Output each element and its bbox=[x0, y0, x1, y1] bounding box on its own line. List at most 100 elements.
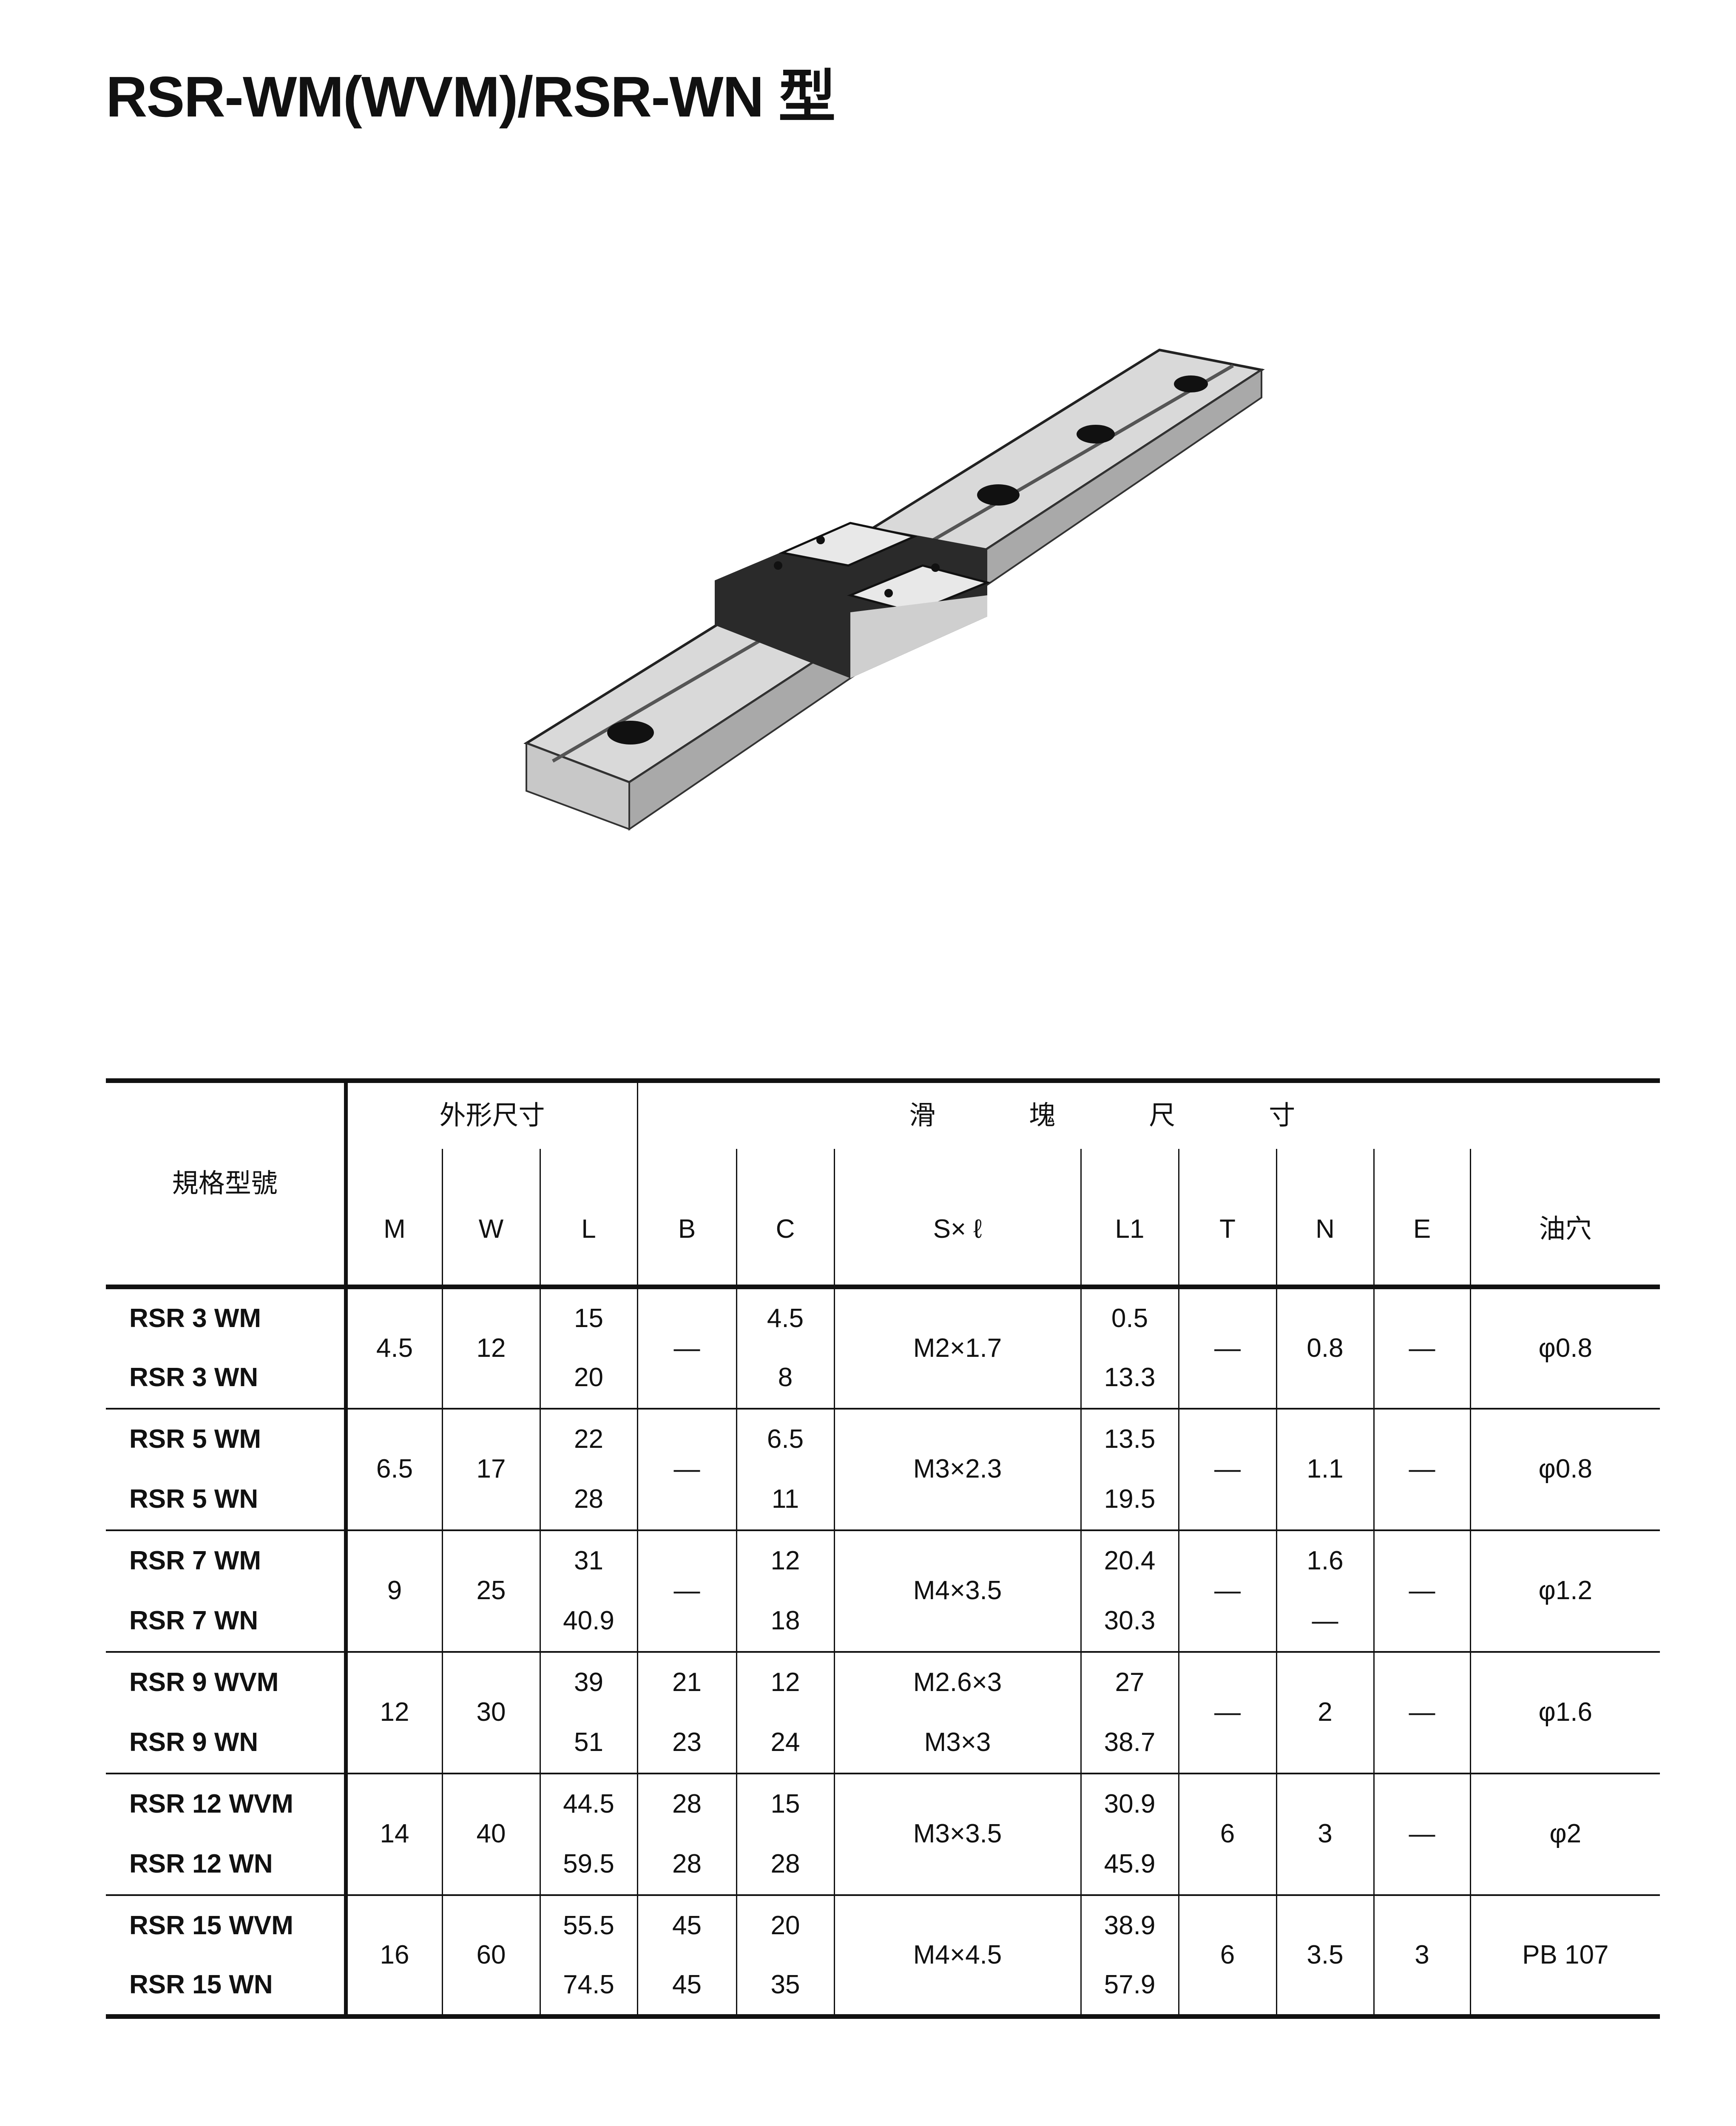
cell-s: M4×4.5 bbox=[833, 1895, 1081, 2019]
cell-b: 23 bbox=[636, 1712, 736, 1774]
cell-m: 9 bbox=[345, 1530, 442, 1653]
model-name: RSR 5 WM bbox=[106, 1408, 348, 1469]
cell-m: 6.5 bbox=[345, 1408, 442, 1531]
cell-b: — bbox=[636, 1408, 736, 1531]
column-header-e: E bbox=[1373, 1148, 1470, 1287]
model-name: RSR 5 WN bbox=[106, 1469, 348, 1531]
cell-m: 12 bbox=[345, 1651, 442, 1774]
cell-l1: 13.3 bbox=[1080, 1347, 1179, 1410]
cell-b: — bbox=[636, 1287, 736, 1410]
cell-l: 39 bbox=[539, 1651, 637, 1713]
cell-l1: 38.9 bbox=[1080, 1895, 1179, 1956]
cell-l1: 19.5 bbox=[1080, 1469, 1179, 1531]
cell-oil: PB 107 bbox=[1469, 1895, 1660, 2019]
cell-w: 12 bbox=[441, 1287, 540, 1410]
cell-m: 16 bbox=[345, 1895, 442, 2019]
model-name: RSR 9 WN bbox=[106, 1712, 348, 1774]
cell-c: 8 bbox=[736, 1347, 834, 1410]
cell-b: 28 bbox=[636, 1773, 736, 1834]
cell-oil: φ0.8 bbox=[1469, 1408, 1660, 1531]
cell-c: 12 bbox=[736, 1651, 834, 1713]
cell-c: 11 bbox=[736, 1469, 834, 1531]
cell-t: 6 bbox=[1178, 1773, 1276, 1896]
outer-dimensions-header: 外形尺寸 bbox=[345, 1080, 637, 1149]
cell-n: — bbox=[1276, 1591, 1374, 1653]
cell-c: 28 bbox=[736, 1834, 834, 1896]
cell-w: 25 bbox=[441, 1530, 540, 1653]
cell-l: 59.5 bbox=[539, 1834, 637, 1896]
table-row: RSR 5 WN 28 11 19.5 bbox=[106, 1469, 1660, 1531]
cell-w: 30 bbox=[441, 1651, 540, 1774]
cell-b: 21 bbox=[636, 1651, 736, 1713]
cell-l: 55.5 bbox=[539, 1895, 637, 1956]
cell-m: 14 bbox=[345, 1773, 442, 1896]
cell-e: — bbox=[1373, 1773, 1470, 1896]
model-name: RSR 9 WVM bbox=[106, 1651, 348, 1713]
cell-l1: 27 bbox=[1080, 1651, 1179, 1713]
cell-t: 6 bbox=[1178, 1895, 1276, 2019]
cell-oil: φ2 bbox=[1469, 1773, 1660, 1896]
cell-s: M3×3.5 bbox=[833, 1773, 1081, 1896]
model-name: RSR 12 WVM bbox=[106, 1773, 348, 1834]
cell-b: — bbox=[636, 1530, 736, 1653]
cell-n: 1.1 bbox=[1276, 1408, 1374, 1531]
page-title: RSR-WM(WVM)/RSR-WN 型 bbox=[106, 65, 836, 129]
linear-guide-rail-photo bbox=[523, 348, 1265, 831]
cell-n: 3 bbox=[1276, 1773, 1374, 1896]
cell-l1: 20.4 bbox=[1080, 1530, 1179, 1591]
cell-t: — bbox=[1178, 1408, 1276, 1531]
cell-l1: 30.3 bbox=[1080, 1591, 1179, 1653]
model-name: RSR 15 WVM bbox=[106, 1895, 348, 1956]
model-name: RSR 3 WN bbox=[106, 1347, 348, 1410]
model-name: RSR 7 WM bbox=[106, 1530, 348, 1591]
model-name: RSR 12 WN bbox=[106, 1834, 348, 1896]
cell-l1: 38.7 bbox=[1080, 1712, 1179, 1774]
table-row: RSR 7 WN 40.9 18 30.3 — bbox=[106, 1591, 1660, 1653]
cell-s: M3×3 bbox=[833, 1712, 1081, 1774]
model-name: RSR 7 WN bbox=[106, 1591, 348, 1653]
cell-l1: 13.5 bbox=[1080, 1408, 1179, 1469]
cell-c: 20 bbox=[736, 1895, 834, 1956]
cell-e: — bbox=[1373, 1287, 1470, 1410]
cell-s: M4×3.5 bbox=[833, 1530, 1081, 1653]
cell-l: 40.9 bbox=[539, 1591, 637, 1653]
slider-block bbox=[715, 522, 991, 678]
block-dimensions-header: 滑塊尺寸 bbox=[636, 1080, 1660, 1149]
cell-c: 24 bbox=[736, 1712, 834, 1774]
cell-w: 40 bbox=[441, 1773, 540, 1896]
model-header: 規格型號 bbox=[106, 1080, 348, 1287]
cell-w: 60 bbox=[441, 1895, 540, 2019]
cell-t: — bbox=[1178, 1651, 1276, 1774]
cell-c: 35 bbox=[736, 1955, 834, 2019]
column-header-m: M bbox=[384, 1214, 406, 1244]
cell-l1: 0.5 bbox=[1080, 1287, 1179, 1348]
column-header-c: C bbox=[736, 1148, 834, 1287]
cell-c: 4.5 bbox=[736, 1287, 834, 1348]
column-header-l: L bbox=[539, 1148, 637, 1287]
cell-c: 12 bbox=[736, 1530, 834, 1591]
cell-n: 0.8 bbox=[1276, 1287, 1374, 1410]
cell-l: 28 bbox=[539, 1469, 637, 1531]
cell-b: 28 bbox=[636, 1834, 736, 1896]
rail-mounting-holes bbox=[607, 375, 1208, 745]
cell-s: M3×2.3 bbox=[833, 1408, 1081, 1531]
cell-l1: 57.9 bbox=[1080, 1955, 1179, 2019]
cell-l: 51 bbox=[539, 1712, 637, 1774]
cell-c: 6.5 bbox=[736, 1408, 834, 1469]
cell-oil: φ1.6 bbox=[1469, 1651, 1660, 1774]
column-header-t: T bbox=[1178, 1148, 1276, 1287]
cell-e: — bbox=[1373, 1651, 1470, 1774]
cell-b: 45 bbox=[636, 1955, 736, 2019]
cell-c: 18 bbox=[736, 1591, 834, 1653]
cell-e: — bbox=[1373, 1408, 1470, 1531]
